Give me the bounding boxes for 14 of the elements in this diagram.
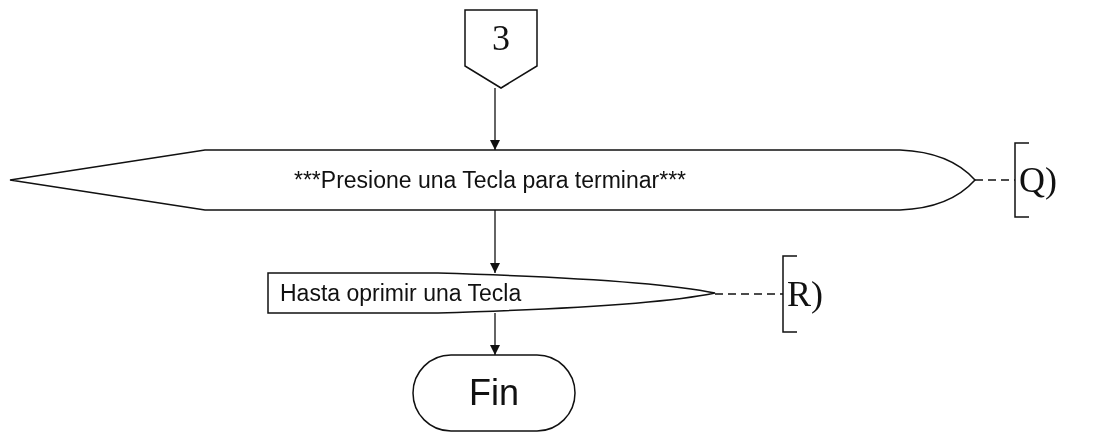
shape-label: Hasta oprimir una Tecla bbox=[280, 282, 522, 305]
dashed-connector bbox=[714, 293, 784, 295]
off-page-connector bbox=[465, 10, 537, 88]
terminator bbox=[413, 355, 575, 431]
display-shape bbox=[10, 150, 975, 210]
connector-number: 3 bbox=[492, 20, 510, 56]
annotation-label: Q) bbox=[1019, 162, 1057, 198]
arrow bbox=[490, 312, 500, 356]
shape-label: ***Presione una Tecla para terminar*** bbox=[293, 169, 687, 192]
loop-limit-shape bbox=[268, 273, 715, 313]
shape-label: Fin bbox=[469, 375, 519, 411]
arrow bbox=[490, 209, 500, 274]
arrow bbox=[490, 87, 500, 151]
annotation-label: R) bbox=[787, 276, 823, 312]
